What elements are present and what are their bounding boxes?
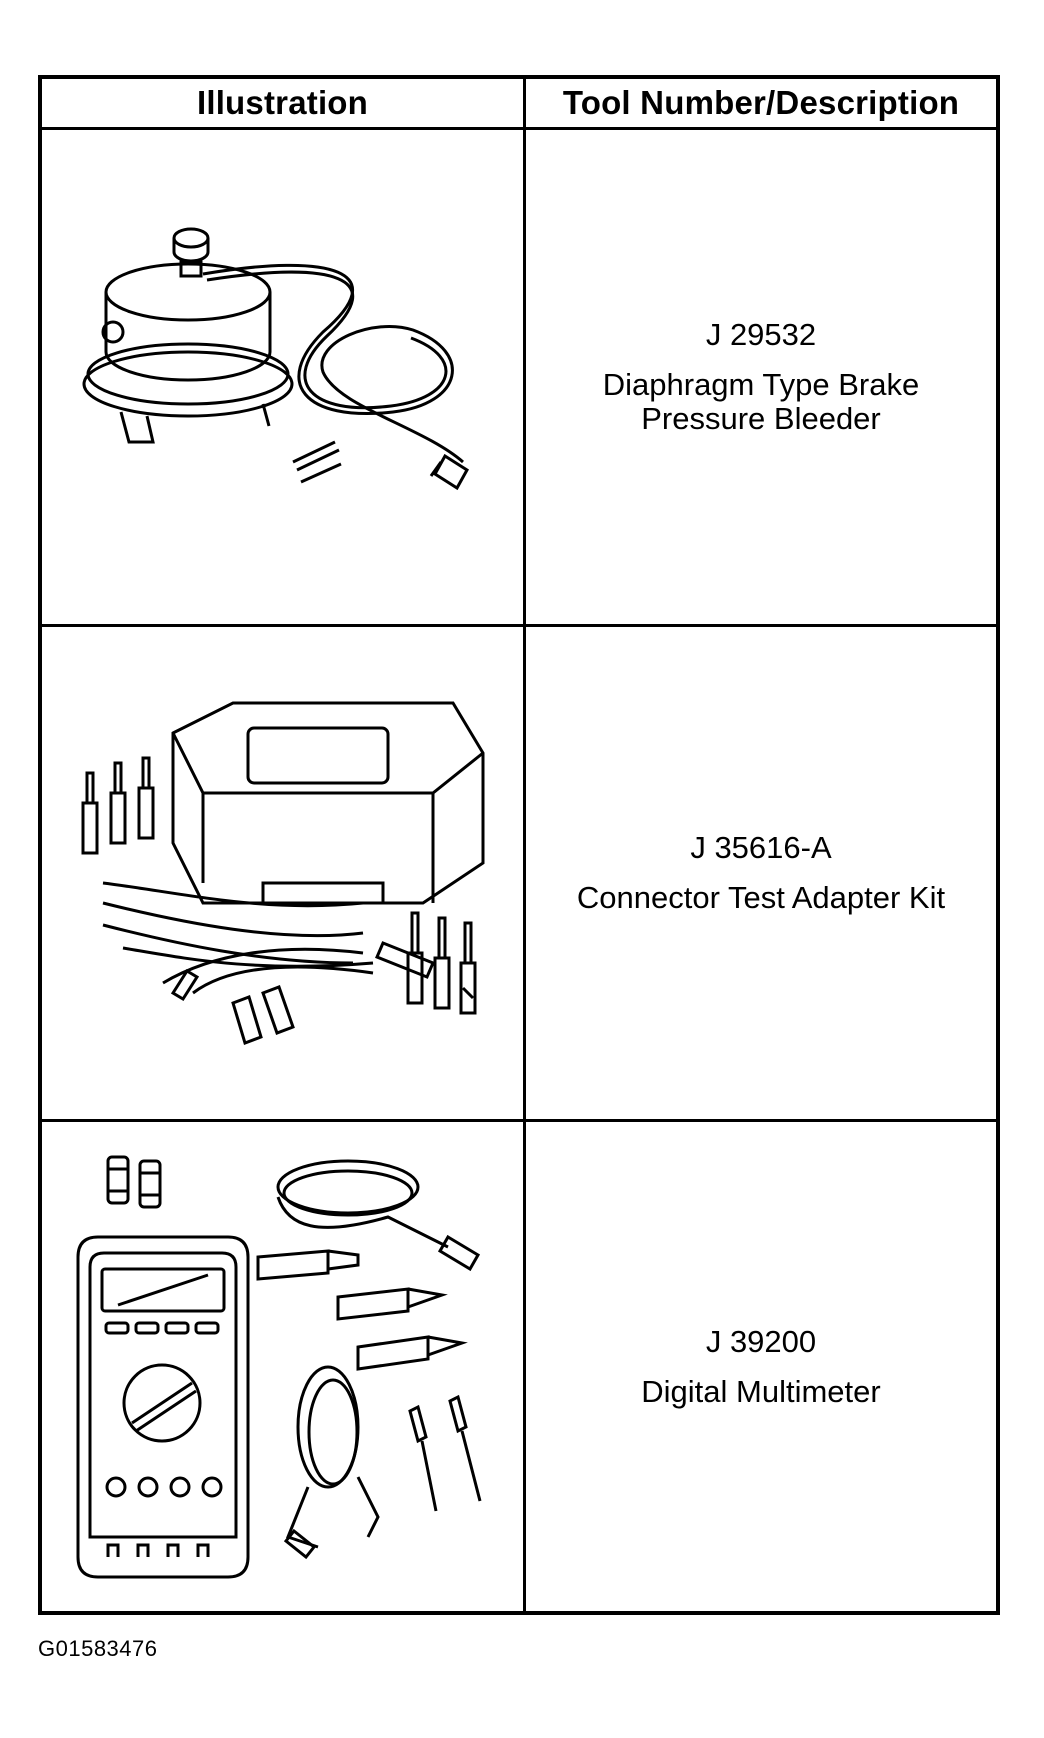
- header-divider: [42, 127, 996, 130]
- table-row-illustration: [42, 130, 523, 624]
- tool-number: J 39200: [705, 1323, 817, 1359]
- figure-code: G01583476: [38, 1636, 158, 1661]
- column-divider: [523, 79, 526, 1611]
- tool-description: Pressure Bleeder: [641, 401, 881, 436]
- table-row-illustration: [42, 627, 523, 1119]
- row-divider: [42, 624, 996, 627]
- header-illustration: Illustration: [196, 84, 369, 121]
- tool-number: J 29532: [705, 317, 817, 352]
- table-row-illustration: [42, 1122, 523, 1611]
- tool-number: J 35616-A: [690, 830, 832, 865]
- tool-table: Illustration Tool Number/Description: [38, 75, 1000, 1615]
- brake-pressure-bleeder-illustration: [82, 227, 469, 491]
- header-tool-description: Tool Number/Description: [562, 84, 960, 121]
- table-row-description: J 29532 Diaphragm Type Brake Pressure Bl…: [526, 130, 996, 624]
- tool-description: Diaphragm Type Brake: [602, 367, 920, 402]
- connector-test-adapter-kit-illustration: [81, 701, 484, 1045]
- row-divider: [42, 1119, 996, 1122]
- digital-multimeter-illustration: [76, 1155, 481, 1578]
- table-row-description: J 39200 Digital Multimeter: [526, 1122, 996, 1611]
- tool-description: Connector Test Adapter Kit: [576, 880, 946, 915]
- tool-description: Digital Multimeter: [641, 1373, 881, 1409]
- table-row-description: J 35616-A Connector Test Adapter Kit: [526, 627, 996, 1119]
